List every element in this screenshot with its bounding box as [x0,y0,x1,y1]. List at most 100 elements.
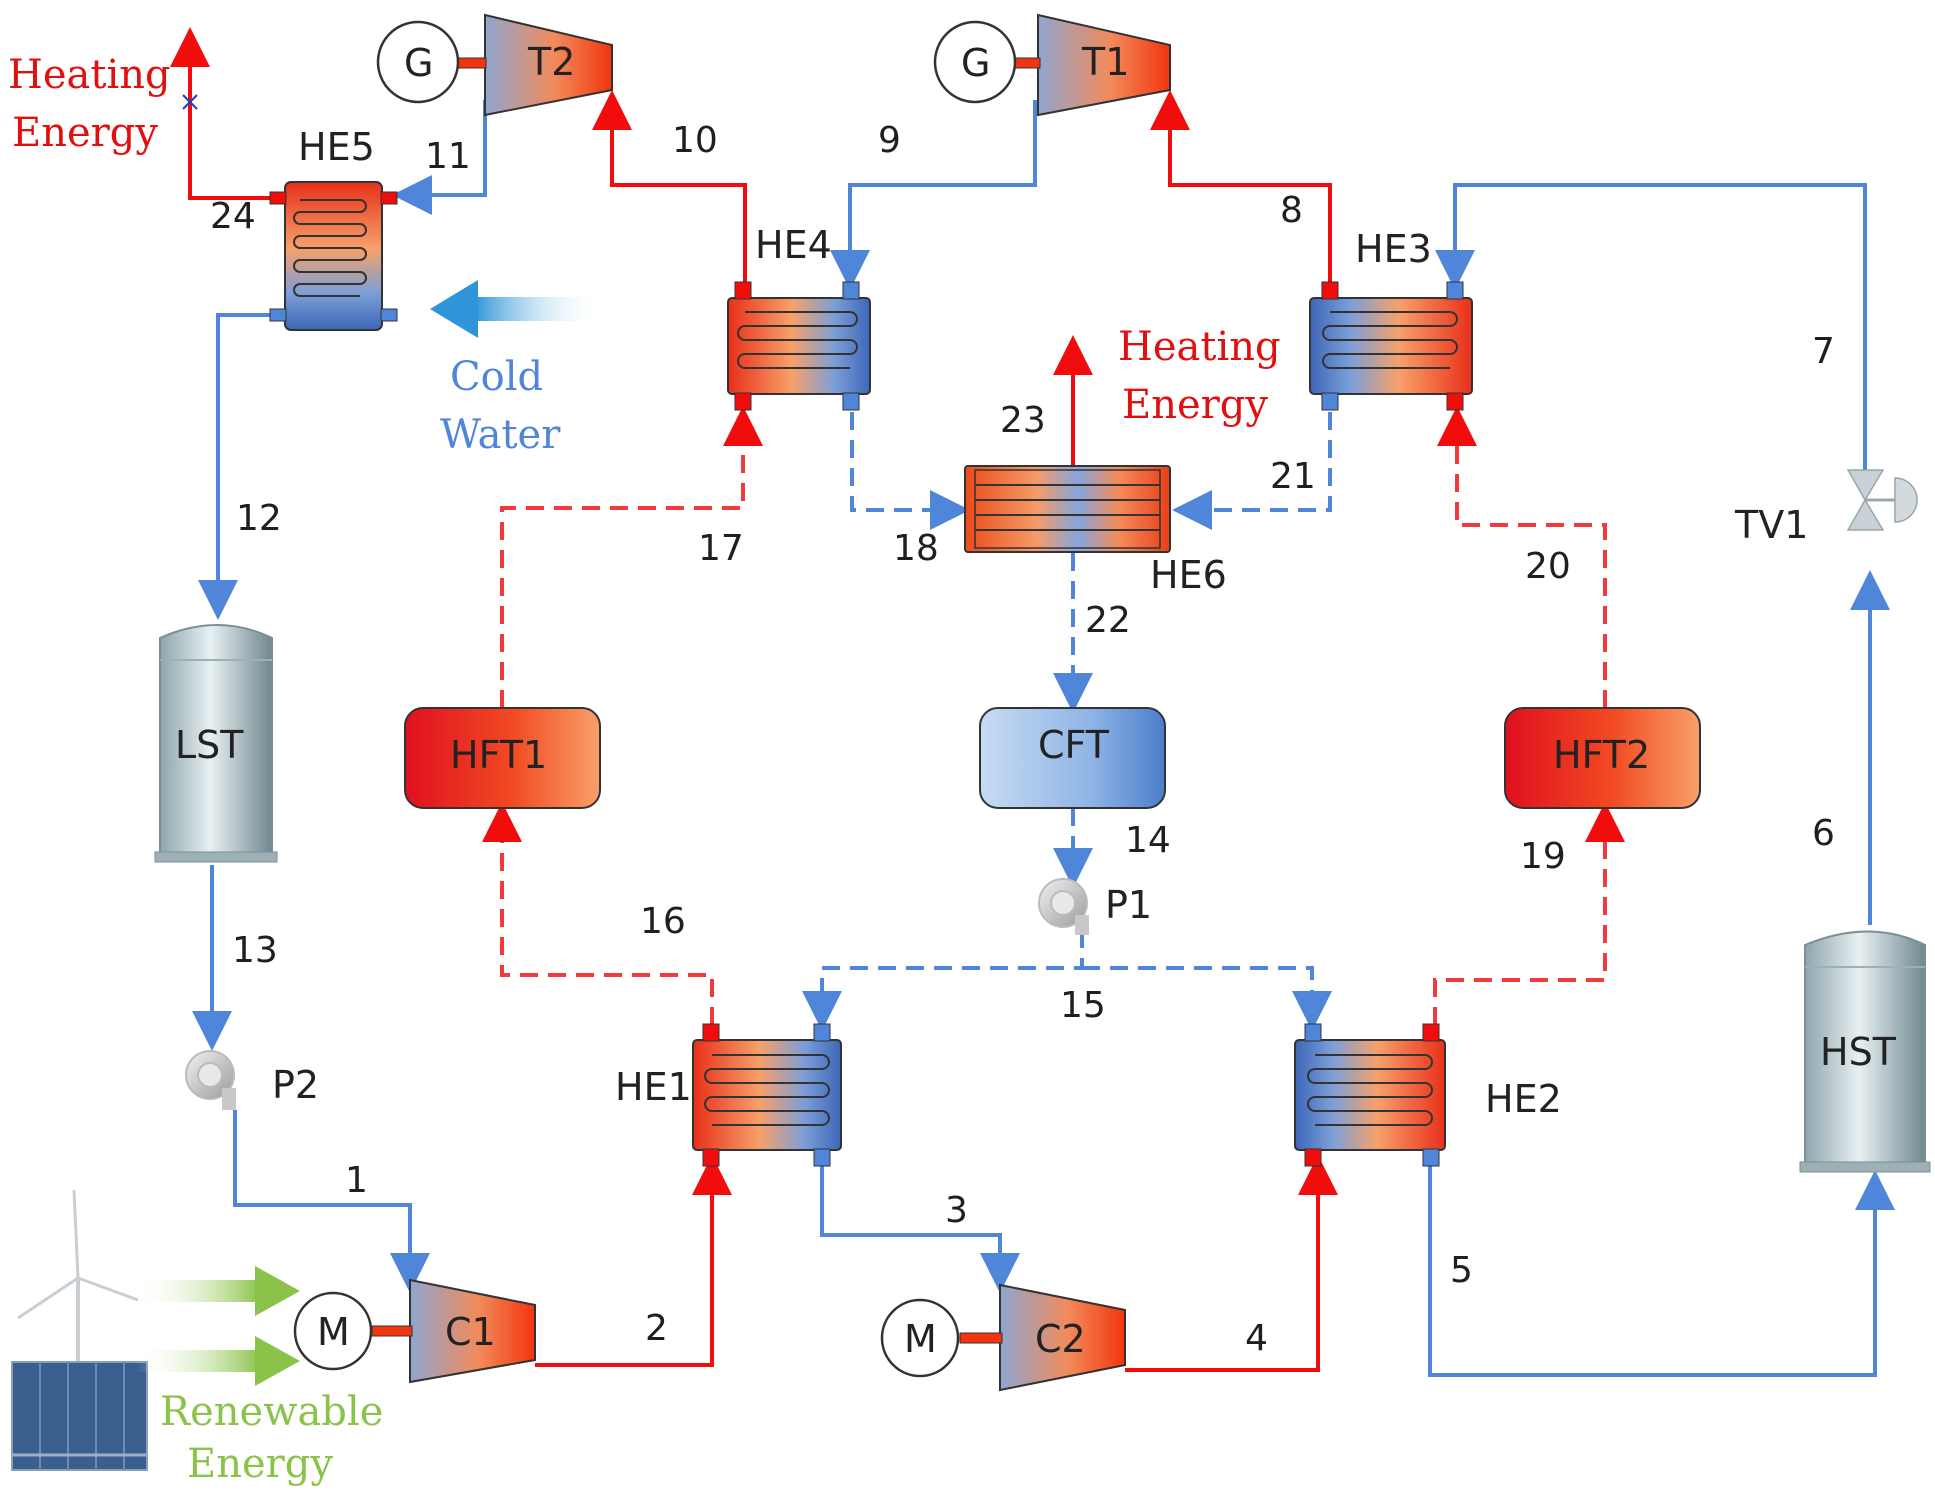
stream-3-line [820,1160,1020,1293]
he3-label: HE3 [1355,227,1432,271]
m1-label: M [317,1310,350,1354]
stream-label-23: 23 [1000,400,1046,441]
stream-label-19: 19 [1520,836,1566,877]
stream-label-9: 9 [878,120,901,161]
hft2-label: HFT2 [1553,733,1650,777]
c1-label: C1 [445,1310,496,1354]
stream-label-21: 21 [1270,456,1316,497]
hst-label: HST [1820,1030,1897,1074]
renewable-arrow-icons [135,1266,300,1386]
p2-pump-icon [185,1050,236,1110]
he4-label: HE4 [755,223,832,267]
cold-stream-lines [192,100,1895,1377]
he2-heat-exchanger [1294,1023,1446,1167]
hot-stream-lines [170,27,1338,1372]
stream-label-12: 12 [236,498,282,539]
cold-water-line1: Cold [450,354,543,400]
stream-label-4: 4 [1245,1318,1268,1359]
stream-label-6: 6 [1812,813,1835,854]
stream-label-17: 17 [698,528,744,569]
renewable-energy-line2: Energy [187,1441,333,1487]
c2-label: C2 [1035,1317,1086,1361]
stream-18-line [850,412,970,530]
he1-label: HE1 [615,1065,692,1109]
stream-label-2: 2 [645,1308,668,1349]
lst-tank-icon [154,624,278,863]
m2-motor [880,1298,960,1378]
he6-heat-exchanger [964,465,1171,553]
p2-label: P2 [272,1063,319,1107]
stream-label-24: 24 [210,196,256,237]
he1-heat-exchanger [692,1023,842,1167]
hot-fluid-dashed-lines [482,406,1625,1025]
stream-label-8: 8 [1280,190,1303,231]
m1-motor [293,1291,373,1371]
m2-label: M [904,1317,937,1361]
stream-16-line [482,802,714,1025]
g1-label: G [961,41,990,85]
c1-compressor [371,1278,536,1384]
g2-generator [376,20,460,104]
stream-label-10: 10 [672,120,718,161]
solar-panel-icon [11,1361,148,1471]
heating-energy-center-line1: Heating [1118,324,1281,370]
stream-label-22: 22 [1085,600,1131,641]
stream-19-line [1433,802,1625,1025]
stream-label-7: 7 [1812,331,1835,372]
g2-label: G [404,41,433,85]
stream-21-line [1172,412,1332,530]
lst-label: LST [175,723,244,767]
heating-energy-center-line2: Energy [1122,382,1268,428]
stream-label-5: 5 [1450,1250,1473,1291]
t2-turbine [457,13,613,117]
p1-label: P1 [1105,883,1152,927]
wind-turbine-icon [17,1189,139,1380]
hft2-tank [1504,707,1701,809]
stream-label-18: 18 [893,528,939,569]
stream-10-line [592,90,747,282]
he5-label: HE5 [298,125,375,169]
c2-compressor [959,1283,1126,1392]
stream-label-13: 13 [232,930,278,971]
cold-water-line2: Water [440,412,561,458]
stream-8-line [1150,90,1332,282]
t2-label: T2 [527,40,575,84]
tv1-valve-icon [1846,469,1918,531]
he3-heat-exchanger [1309,281,1473,411]
t1-label: T1 [1081,40,1129,84]
stream-label-11: 11 [425,136,471,177]
he2-label: HE2 [1485,1077,1562,1121]
hst-tank-icon [1799,930,1931,1173]
cft-label: CFT [1038,723,1110,767]
heating-energy-left-line2: Energy [12,110,158,156]
stream-label-16: 16 [640,901,686,942]
p1-pump-icon [1038,878,1089,935]
stream-7-line [1435,183,1867,470]
cold-water-arrow-icon [430,280,600,338]
g1-generator [933,20,1017,104]
he5-heat-exchanger [269,181,398,331]
stream-11-line [392,100,487,215]
stream-12-line [198,313,270,620]
stream-15b-line [1082,966,1332,1031]
stream-4-line [1125,1155,1338,1372]
stream-9-line [830,100,1037,290]
stream-label-15: 15 [1060,985,1106,1026]
stream-label-20: 20 [1525,546,1571,587]
hft1-label: HFT1 [450,733,547,777]
stream-label-1: 1 [345,1160,368,1201]
cold-fluid-dashed-lines [802,412,1332,1031]
he4-heat-exchanger [727,281,871,411]
stream-15-line [802,930,1084,1031]
heating-energy-left-line1: Heating [8,52,171,98]
vent-cross-icon [182,94,198,110]
t1-turbine [1011,13,1171,117]
stream-2-line [535,1155,732,1367]
stream-24-line [170,27,270,200]
stream-20-line [1437,406,1607,708]
cft-tank [979,707,1166,809]
tv1-label: TV1 [1734,503,1808,547]
stream-17-line [500,406,763,708]
stream-label-14: 14 [1125,820,1171,861]
